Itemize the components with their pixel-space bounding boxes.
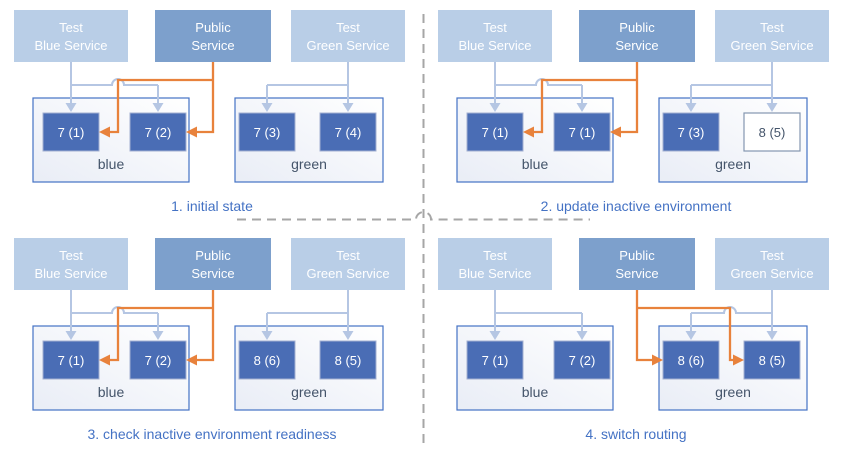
- blue-node-2: [553, 340, 611, 380]
- green-node-1: [662, 112, 720, 152]
- public-service-box: [579, 10, 695, 62]
- green-node-1-label: 7 (3): [678, 125, 705, 140]
- panel-switch-routing: blue green 7 (1) 7 (2) 8 (6) 8 (5) Test …: [438, 238, 829, 442]
- test-blue-service-label-line2: Blue Service: [35, 266, 108, 281]
- blue-node-2-label: 7 (2): [569, 353, 596, 368]
- panel-title: 3. check inactive environment readiness: [87, 426, 336, 442]
- test-blue-service-box: [438, 238, 552, 290]
- green-environment-label: green: [715, 384, 751, 400]
- blue-node-1-label: 7 (1): [482, 353, 509, 368]
- public-service-box: [579, 238, 695, 290]
- blue-node-2-label: 7 (2): [145, 125, 172, 140]
- test-blue-service-label-line1: Test: [483, 20, 507, 35]
- blue-node-1: [42, 112, 100, 152]
- test-green-service-label-line1: Test: [760, 248, 784, 263]
- panel-update-inactive-environment: blue green 7 (1) 7 (1) 7 (3) 8 (5) Test …: [438, 10, 829, 214]
- public-service-label-line2: Service: [191, 38, 234, 53]
- panel-check-inactive-readiness: blue green 7 (1) 7 (2) 8 (6) 8 (5) Test …: [14, 238, 405, 442]
- public-service-routes: [99, 62, 215, 138]
- blue-node-1: [466, 112, 524, 152]
- test-green-service-label-line2: Green Service: [730, 266, 813, 281]
- public-service-routes: [99, 290, 215, 366]
- test-green-service-routes: [261, 62, 354, 112]
- test-green-service-box: [715, 10, 829, 62]
- green-node-2-label: 8 (5): [759, 125, 786, 140]
- test-blue-service-label-line1: Test: [59, 20, 83, 35]
- test-green-service-label-line1: Test: [336, 248, 360, 263]
- blue-environment-label: blue: [98, 156, 125, 172]
- green-node-1: [238, 340, 296, 380]
- blue-node-2-label: 7 (2): [145, 353, 172, 368]
- blue-node-1-label: 7 (1): [482, 125, 509, 140]
- test-green-service-routes: [685, 62, 778, 112]
- green-node-1-label: 8 (6): [254, 353, 281, 368]
- test-blue-service-label-line2: Blue Service: [35, 38, 108, 53]
- test-blue-service-box: [14, 10, 128, 62]
- public-service-label-line2: Service: [615, 38, 658, 53]
- green-node-2: [319, 112, 377, 152]
- green-environment-label: green: [715, 156, 751, 172]
- panel-title: 1. initial state: [171, 198, 253, 214]
- test-blue-service-routes: [489, 290, 588, 340]
- public-service-label-line2: Service: [191, 266, 234, 281]
- test-blue-service-box: [438, 10, 552, 62]
- test-green-service-box: [715, 238, 829, 290]
- public-service-label-line2: Service: [615, 266, 658, 281]
- test-green-service-label-line1: Test: [336, 20, 360, 35]
- green-node-1: [238, 112, 296, 152]
- panel-title: 2. update inactive environment: [541, 198, 732, 214]
- blue-node-2-label: 7 (1): [569, 125, 596, 140]
- public-service-label-line1: Public: [619, 20, 655, 35]
- test-green-service-label-line1: Test: [760, 20, 784, 35]
- green-node-2-label: 8 (5): [759, 353, 786, 368]
- green-node-1: [662, 340, 720, 380]
- public-service-routes: [523, 62, 639, 138]
- green-node-1-label: 7 (3): [254, 125, 281, 140]
- test-blue-service-box: [14, 238, 128, 290]
- panel-initial-state: blue green 7 (1) 7 (2) 7 (3) 7 (4) Test …: [14, 10, 405, 214]
- test-green-service-label-line2: Green Service: [730, 38, 813, 53]
- blue-environment-label: blue: [522, 384, 549, 400]
- green-node-2-label: 8 (5): [335, 353, 362, 368]
- public-service-label-line1: Public: [619, 248, 655, 263]
- public-service-box: [155, 10, 271, 62]
- test-green-service-routes: [261, 290, 354, 340]
- green-node-2-updating: [743, 112, 801, 152]
- public-service-routes: [635, 290, 744, 366]
- blue-node-1-label: 7 (1): [58, 125, 85, 140]
- panel-title: 4. switch routing: [585, 426, 686, 442]
- blue-environment-label: blue: [522, 156, 549, 172]
- blue-node-1-label: 7 (1): [58, 353, 85, 368]
- green-node-2: [743, 340, 801, 380]
- test-green-service-box: [291, 10, 405, 62]
- green-node-2: [319, 340, 377, 380]
- public-service-label-line1: Public: [195, 20, 231, 35]
- test-blue-service-label-line1: Test: [483, 248, 507, 263]
- blue-node-2: [553, 112, 611, 152]
- blue-environment-label: blue: [98, 384, 125, 400]
- green-node-2-label: 7 (4): [335, 125, 362, 140]
- test-blue-service-label-line2: Blue Service: [459, 266, 532, 281]
- test-green-service-label-line2: Green Service: [306, 266, 389, 281]
- test-blue-service-label-line1: Test: [59, 248, 83, 263]
- public-service-box: [155, 238, 271, 290]
- green-environment-label: green: [291, 384, 327, 400]
- blue-node-1: [466, 340, 524, 380]
- public-service-label-line1: Public: [195, 248, 231, 263]
- blue-node-1: [42, 340, 100, 380]
- test-green-service-label-line2: Green Service: [306, 38, 389, 53]
- test-green-service-box: [291, 238, 405, 290]
- test-blue-service-label-line2: Blue Service: [459, 38, 532, 53]
- green-environment-label: green: [291, 156, 327, 172]
- green-node-1-label: 8 (6): [678, 353, 705, 368]
